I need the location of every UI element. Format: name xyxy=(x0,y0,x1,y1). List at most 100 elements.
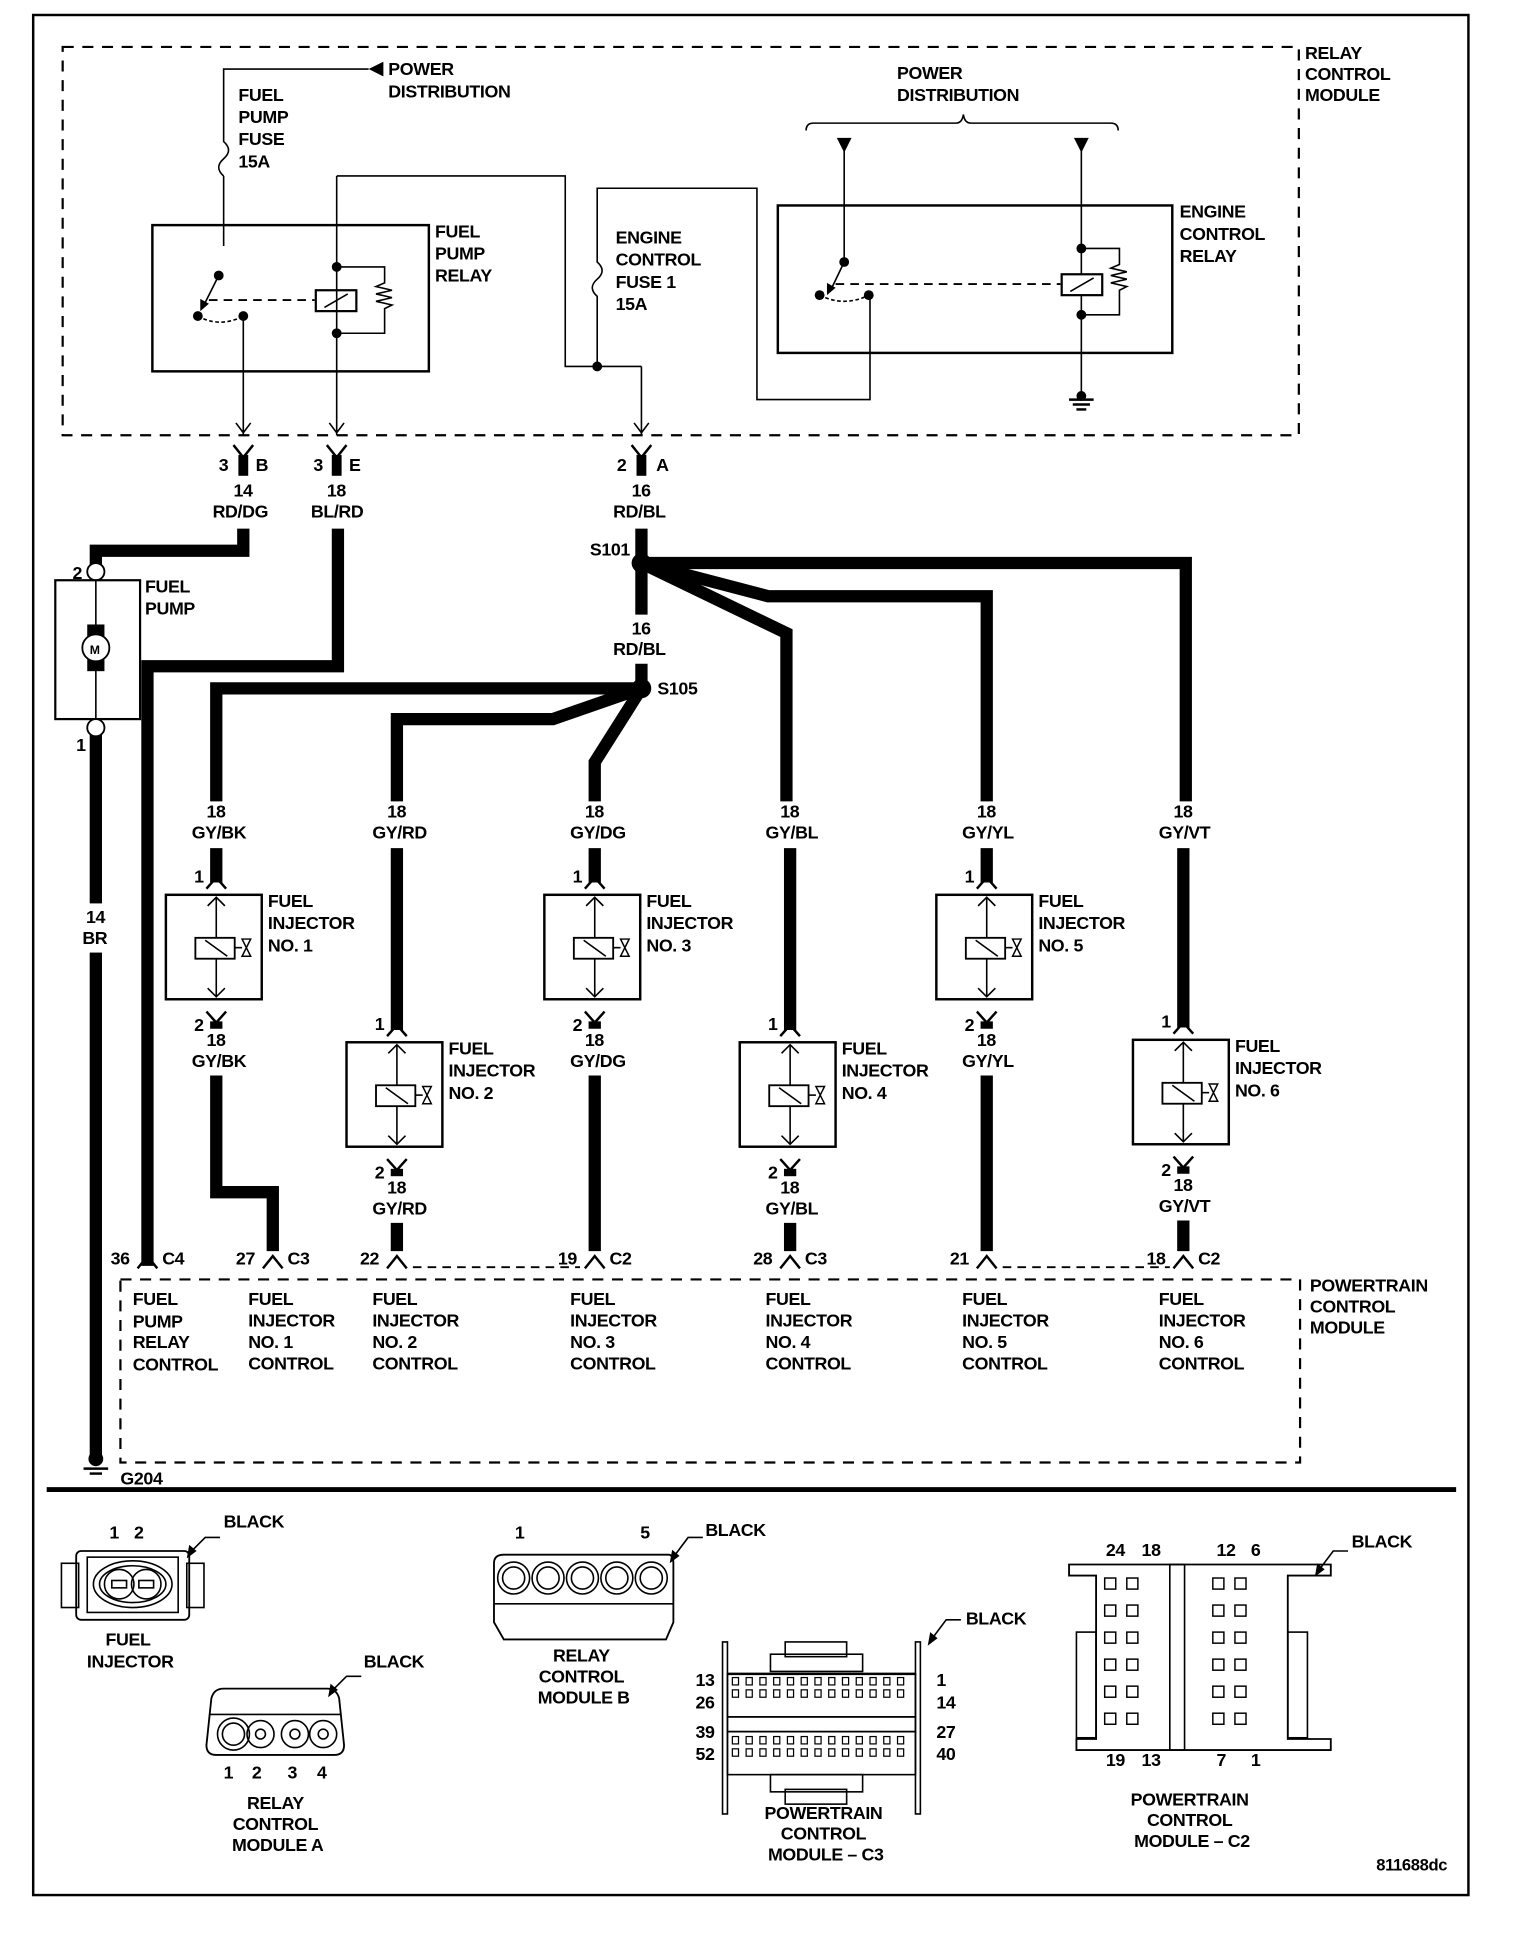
cavity xyxy=(786,1748,795,1757)
cavity xyxy=(759,1748,767,1757)
svg-text:18: 18 xyxy=(1174,1175,1194,1195)
cavity xyxy=(1234,1658,1247,1671)
valve-icon xyxy=(814,1085,826,1105)
cavity xyxy=(745,1689,753,1698)
svg-text:12: 12 xyxy=(1217,1540,1237,1560)
fuel-pump-fuse-label: FUEL PUMP FUSE 15A xyxy=(238,85,293,171)
svg-text:C3: C3 xyxy=(805,1249,827,1269)
cavity xyxy=(773,1748,781,1757)
svg-text:4: 4 xyxy=(317,1762,327,1782)
svg-text:6: 6 xyxy=(1251,1540,1261,1560)
svg-text:18: 18 xyxy=(387,1177,407,1197)
svg-text:24: 24 xyxy=(1106,1540,1126,1560)
svg-text:GY/RD: GY/RD xyxy=(372,1198,427,1218)
svg-text:BL/RD: BL/RD xyxy=(311,502,364,522)
cavity xyxy=(828,1689,836,1698)
svg-text:BLACK: BLACK xyxy=(705,1520,766,1540)
cavity xyxy=(745,1676,753,1686)
svg-text:18: 18 xyxy=(780,801,800,821)
cavity xyxy=(531,1561,565,1595)
svg-text:2: 2 xyxy=(194,1015,204,1035)
engine-control-relay xyxy=(776,147,1174,411)
power-distribution-right: POWER DISTRIBUTION xyxy=(805,63,1120,153)
svg-text:3: 3 xyxy=(288,1762,298,1782)
svg-text:S101: S101 xyxy=(590,540,631,560)
svg-text:1: 1 xyxy=(224,1762,234,1782)
cavity xyxy=(1234,1685,1247,1698)
svg-text:18: 18 xyxy=(780,1177,800,1197)
svg-text:2: 2 xyxy=(134,1523,144,1543)
svg-text:GY/BL: GY/BL xyxy=(766,822,819,842)
cavity xyxy=(883,1689,891,1698)
cavity xyxy=(800,1735,808,1745)
cavity xyxy=(869,1676,877,1686)
splice-s101: S101 xyxy=(590,540,652,573)
cavity xyxy=(786,1689,795,1698)
svg-text:GY/BK: GY/BK xyxy=(192,822,247,842)
cavity xyxy=(828,1676,836,1686)
svg-text:GY/YL: GY/YL xyxy=(962,822,1014,842)
svg-text:2: 2 xyxy=(617,455,627,475)
svg-text:GY/DG: GY/DG xyxy=(570,822,626,842)
svg-text:7: 7 xyxy=(1217,1750,1227,1770)
svg-text:39: 39 xyxy=(696,1722,716,1742)
cavity xyxy=(814,1735,822,1745)
cavity xyxy=(565,1561,600,1595)
svg-text:C2: C2 xyxy=(609,1249,631,1269)
cavity xyxy=(855,1748,863,1757)
outer-frame xyxy=(31,13,1470,1897)
svg-text:19: 19 xyxy=(1106,1750,1126,1770)
svg-text:5: 5 xyxy=(640,1523,650,1543)
ground-icon xyxy=(83,1467,109,1475)
svg-text:40: 40 xyxy=(936,1744,956,1764)
connector-view-pcm-c2: 24 18 12 6 BLACK 19 13 7 1 POWERTRAIN CO… xyxy=(1068,1531,1413,1851)
cavity xyxy=(814,1748,822,1757)
connector-view-rcm-b: 1 5 BLACK RELAY CONTROL MODULE B xyxy=(493,1520,767,1707)
cavity xyxy=(1234,1712,1247,1725)
svg-text:FUEL INJECTOR: FUEL INJECTOR xyxy=(87,1630,174,1672)
svg-text:RD/BL: RD/BL xyxy=(613,639,666,659)
cavity xyxy=(1234,1631,1247,1644)
cavity xyxy=(1103,1685,1117,1698)
svg-text:RD/BL: RD/BL xyxy=(613,502,666,522)
svg-text:RD/DG: RD/DG xyxy=(213,502,269,522)
svg-text:13: 13 xyxy=(696,1670,716,1690)
svg-text:1: 1 xyxy=(1161,1012,1171,1032)
svg-text:G204: G204 xyxy=(120,1469,163,1489)
svg-text:1: 1 xyxy=(76,735,86,755)
cavity xyxy=(896,1689,905,1698)
svg-text:2: 2 xyxy=(252,1762,262,1782)
engine-control-fuse-label: ENGINE CONTROL FUSE 1 15A xyxy=(616,228,706,314)
svg-text:POWERTRAIN CONTROL: POWERTRAIN CONTROL MODULE – C2 xyxy=(1131,1789,1254,1851)
cavity xyxy=(1126,1577,1139,1590)
cavity xyxy=(1103,1631,1117,1644)
svg-text:S105: S105 xyxy=(657,679,698,699)
svg-text:14: 14 xyxy=(936,1692,956,1712)
rcm-label: RELAY CONTROL MODULE xyxy=(1305,43,1395,105)
power-distribution-left: POWER DISTRIBUTION xyxy=(217,59,511,247)
cavity xyxy=(814,1676,822,1686)
wire-rd-dg xyxy=(89,528,250,566)
svg-text:22: 22 xyxy=(360,1249,380,1269)
cavity xyxy=(869,1689,877,1698)
svg-text:C2: C2 xyxy=(1198,1249,1220,1269)
svg-text:21: 21 xyxy=(950,1249,970,1269)
cavity xyxy=(1103,1604,1117,1617)
cavity xyxy=(731,1735,740,1745)
svg-text:52: 52 xyxy=(696,1744,716,1764)
svg-text:FUEL PUMP RELA: FUEL PUMP RELAY CONTROL xyxy=(133,1289,219,1374)
svg-text:18: 18 xyxy=(585,801,605,821)
svg-text:C3: C3 xyxy=(288,1249,310,1269)
svg-text:18: 18 xyxy=(1142,1540,1162,1560)
cavity xyxy=(786,1735,795,1745)
cavity xyxy=(828,1735,836,1745)
cavity xyxy=(773,1735,781,1745)
